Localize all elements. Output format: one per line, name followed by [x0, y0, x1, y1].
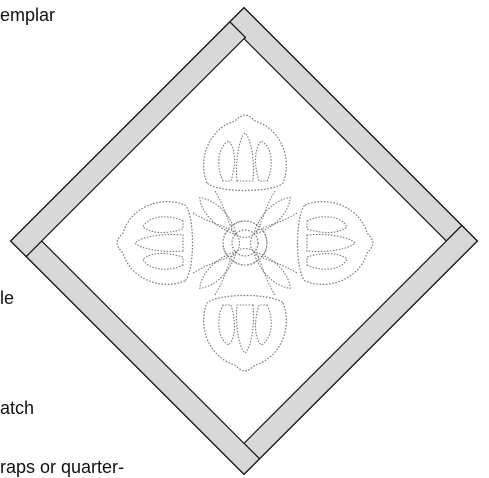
quilt-block-motif-icon [0, 0, 489, 477]
